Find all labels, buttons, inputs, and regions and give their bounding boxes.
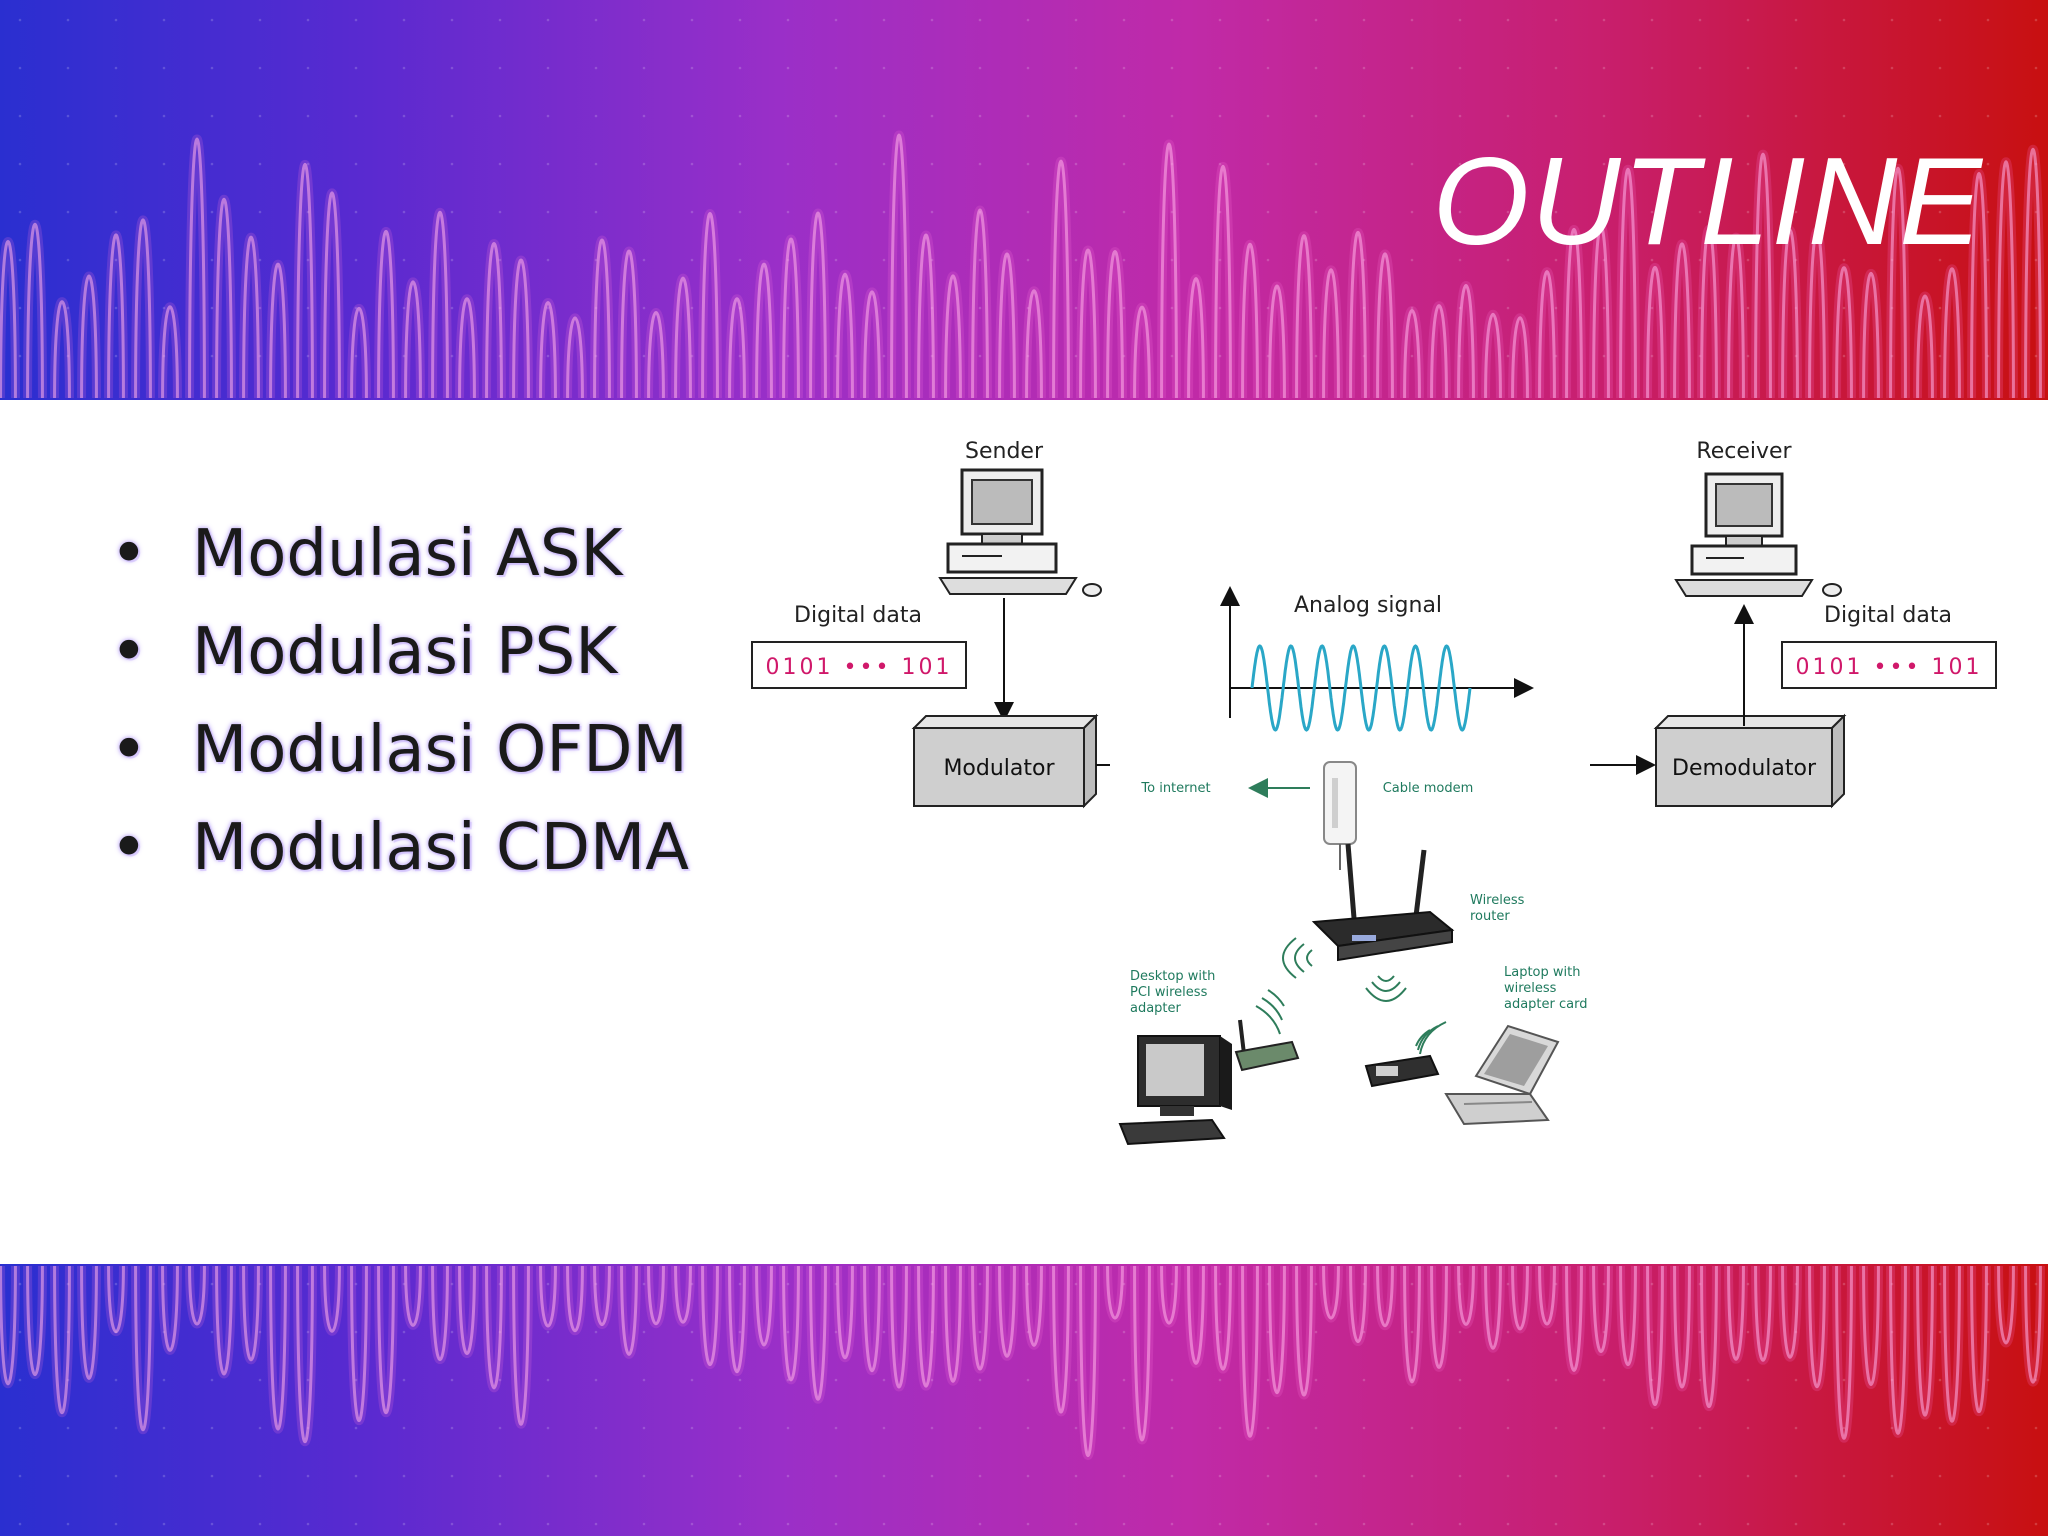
outline-item-text: Modulasi CDMA bbox=[192, 811, 689, 885]
outline-item: • Modulasi PSK bbox=[110, 603, 689, 701]
digital-data-left-value: 0101 ••• 101 bbox=[766, 655, 953, 680]
waveform-decoration bbox=[0, 1265, 2045, 1526]
wireless-router-icon bbox=[1311, 843, 1455, 962]
cable-modem-label: Cable modem bbox=[1383, 781, 1474, 796]
desktop-label-2: PCI wireless bbox=[1130, 985, 1208, 1000]
slide-title: OUTLINE bbox=[1432, 133, 1984, 271]
wireless-adapter-card-icon bbox=[1364, 1054, 1440, 1088]
cable-modem-icon bbox=[1323, 761, 1357, 870]
wireless-network-illustration: To internet Cable modem Wireless router … bbox=[1118, 761, 1588, 1146]
to-internet-label: To internet bbox=[1140, 781, 1210, 796]
outline-item: • Modulasi OFDM bbox=[110, 701, 689, 799]
sender-label: Sender bbox=[965, 439, 1044, 464]
receiver-label: Receiver bbox=[1696, 439, 1792, 464]
bullet-icon: • bbox=[110, 713, 148, 787]
outline-item: • Modulasi CDMA bbox=[110, 799, 689, 897]
wifi-waves-icon bbox=[1255, 937, 1447, 1055]
laptop-label-3: adapter card bbox=[1504, 997, 1588, 1012]
digital-data-left-box bbox=[751, 641, 967, 689]
desktop-label-1: Desktop with bbox=[1130, 969, 1215, 984]
outline-item-text: Modulasi ASK bbox=[192, 517, 623, 591]
wireless-router-label-2: router bbox=[1470, 909, 1510, 924]
digital-data-right-box bbox=[1781, 641, 1997, 689]
sender-computer-icon bbox=[938, 468, 1102, 597]
pci-wireless-card-icon bbox=[1234, 1019, 1300, 1072]
outline-list: • Modulasi ASK • Modulasi PSK • Modulasi OF… bbox=[110, 505, 689, 897]
analog-signal-wave bbox=[1250, 644, 1472, 732]
desktop-computer-icon bbox=[1118, 1035, 1232, 1146]
digital-data-right-value: 0101 ••• 101 bbox=[1796, 655, 1983, 680]
top-waveform-band bbox=[0, 0, 2048, 400]
laptop-label-1: Laptop with bbox=[1504, 965, 1580, 980]
modulator-label: Modulator bbox=[943, 756, 1055, 781]
modulator-box bbox=[911, 713, 1099, 809]
wireless-router-label-1: Wireless bbox=[1470, 893, 1525, 908]
analog-signal-label: Analog signal bbox=[1294, 593, 1442, 618]
receiver-computer-icon bbox=[1674, 472, 1842, 597]
bullet-icon: • bbox=[110, 615, 148, 689]
demodulator-label: Demodulator bbox=[1672, 756, 1817, 781]
outline-item-text: Modulasi PSK bbox=[192, 615, 618, 689]
laptop-computer-icon bbox=[1444, 1024, 1560, 1126]
desktop-label-3: adapter bbox=[1130, 1001, 1182, 1016]
digital-data-left-label: Digital data bbox=[794, 603, 922, 628]
modulation-diagram: Sender Digital data 0101 ••• 101 Modulat… bbox=[751, 439, 1997, 1146]
outline-item-text: Modulasi OFDM bbox=[192, 713, 688, 787]
bottom-waveform-band bbox=[0, 1264, 2048, 1536]
waveform-decoration bbox=[0, 18, 2045, 399]
demodulator-box bbox=[1653, 713, 1847, 809]
bullet-icon: • bbox=[110, 517, 148, 591]
outline-item: • Modulasi ASK bbox=[110, 505, 689, 603]
laptop-label-2: wireless bbox=[1504, 981, 1557, 996]
bullet-icon: • bbox=[110, 811, 148, 885]
digital-data-right-label: Digital data bbox=[1824, 603, 1952, 628]
